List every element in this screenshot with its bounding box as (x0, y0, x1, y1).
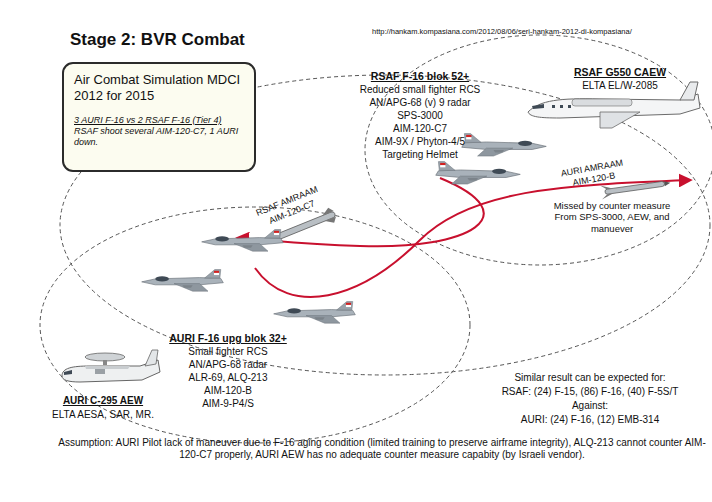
auri-f16 (202, 230, 284, 252)
text-label: Small fighter RCS (143, 346, 313, 358)
auri-missile-track (255, 180, 690, 297)
text-label: Reduced small fighter RCS (320, 84, 520, 96)
text-label: ELTA AESA, SAR, MR. (43, 409, 163, 421)
text-label: AN/APG-68 (v) 9 radar (320, 97, 520, 109)
rsaf-f16 (462, 134, 546, 156)
text-label: ALR-69, ALQ-213 (143, 372, 313, 384)
text-label: Similar result can be expected for: (475, 372, 705, 384)
auri-f16 (274, 302, 356, 324)
text-label: RSAF F-16 blok 52+ (320, 70, 520, 83)
text-label: AIM-120-B (143, 385, 313, 397)
text-label: AURI C-295 AEW (43, 395, 163, 407)
text-label: ELTA EL/W-2085 (540, 80, 700, 92)
box-body: 3 AURI F-16 vs 2 RSAF F-16 (Tier 4) (74, 115, 244, 126)
text-label: AURI F-16 upg blok 32+ (143, 332, 313, 345)
text-label: AIM-9X / Phyton-4/5 (320, 136, 520, 148)
text-label: AURI: (24) F-16, (12) EMB-314 (475, 414, 705, 426)
c295-aircraft (62, 350, 160, 382)
range-ellipse (40, 35, 712, 443)
auri-f16 (142, 270, 224, 292)
text-label: Targeting Helmet (320, 149, 520, 161)
text-label: RSAF G550 CAEW (540, 66, 700, 79)
text-label: Missed by counter measure From SPS-3000,… (546, 200, 678, 234)
text-label: Against: (475, 400, 705, 412)
rsaf-f16 (436, 162, 520, 184)
text-label: AIM-9-P4/S (143, 398, 313, 410)
text-label: AN/APG-68 radar (143, 359, 313, 371)
diagram-title: Stage 2: BVR Combat (70, 30, 245, 50)
text-label: Assumption: AURI Pilot lack of maneuver … (58, 437, 706, 461)
text-label: AIM-120-C7 (320, 123, 520, 135)
text-label: SPS-3000 (320, 110, 520, 122)
box-heading: Air Combat Simulation MDCI 2012 for 2015 (74, 72, 244, 105)
text-label: http://hankam.kompasiana.com/2012/08/06/… (372, 27, 707, 36)
box-body: RSAF shoot several AIM-120-C7, 1 AURI do… (74, 126, 244, 149)
sim-box: Air Combat Simulation MDCI 2012 for 2015… (62, 62, 256, 172)
text-label: RSAF: (24) F-15, (86) F-16, (40) F-5S/T (475, 386, 705, 398)
